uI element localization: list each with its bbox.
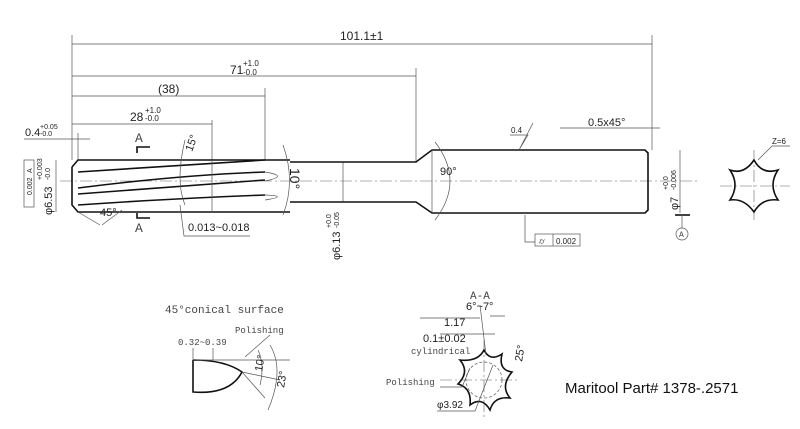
section-width: 1.17 — [444, 317, 465, 329]
length-38-dim: (38) — [158, 82, 179, 96]
datum-circle — [675, 227, 689, 241]
tol-minus: -0.0 — [145, 114, 159, 123]
section-angle-range: 6°~7° — [466, 301, 493, 313]
section-mark-bottom: A — [135, 221, 143, 236]
section-polishing: Polishing — [386, 378, 435, 388]
dimension-lines — [24, 43, 681, 213]
back-taper-leader — [179, 204, 250, 237]
detail-polishing: Polishing — [235, 326, 284, 336]
detail-angle-2: 23° — [275, 370, 290, 388]
datum-ref: A — [27, 168, 34, 173]
tol-plus: +0.003 — [37, 158, 44, 180]
reamer-body — [60, 139, 700, 221]
roughness-symbol — [510, 122, 534, 151]
shank-chamfer: 0.5x45° — [588, 117, 625, 129]
core-diameter: φ3.92 — [437, 400, 463, 411]
cutting-diameter: φ6.53 — [43, 186, 55, 215]
overall-length-dim: 101.1±1 — [340, 29, 384, 43]
section-view — [420, 304, 520, 420]
datum-label: A — [679, 231, 684, 240]
section-margin: 0.1±0.02 — [423, 333, 466, 345]
runout-cut: 0.002 — [27, 177, 34, 195]
end-view — [720, 145, 790, 220]
neck-diameter: φ6.13 — [331, 231, 343, 260]
part-number: Maritool Part# 1378-.2571 — [565, 380, 739, 397]
tol-minus: -0.006 — [671, 170, 678, 190]
detail-title: 45°conical surface — [165, 305, 284, 317]
tol-plus: +1.0 — [243, 59, 259, 68]
land-width: 0.32~0.39 — [178, 338, 227, 348]
extension-lines — [71, 35, 653, 162]
tol-plus: +1.0 — [145, 106, 161, 115]
tol-minus: -0.0 — [40, 131, 52, 138]
lead-leader — [77, 209, 123, 226]
section-cylindrical: cylindrical — [411, 347, 470, 357]
section-arrows — [136, 146, 150, 219]
length-71-dim: 71 — [230, 63, 244, 77]
helix-angle: 15° — [184, 133, 201, 153]
detail-view — [192, 334, 290, 411]
runout-icon: ⌭ — [539, 237, 545, 246]
length-28-dim: 28 — [130, 110, 144, 124]
runout-shank: 0.002 — [556, 237, 577, 246]
cone-angle: 90° — [440, 166, 457, 178]
tol-plus: +0.05 — [40, 124, 58, 131]
section-mark-top: A — [135, 131, 143, 146]
roughness-value: 0.4 — [511, 126, 523, 135]
neck-angle: 10° — [287, 168, 303, 189]
tol-minus: -0.0 — [45, 168, 52, 180]
tol-plus: +0.0 — [326, 214, 333, 228]
lead-angle: 45° — [100, 207, 117, 219]
section-angle: 25° — [513, 344, 528, 362]
section-title: A-A — [470, 291, 490, 303]
teeth-count: Z=6 — [772, 137, 787, 146]
tol-minus: -0.05 — [334, 212, 341, 228]
tol-minus: -0.0 — [243, 68, 257, 77]
runout-frame — [23, 159, 35, 208]
runout-shank-frame — [534, 233, 581, 247]
shank-diameter: φ7 — [669, 197, 681, 210]
detail-angle-1: 10° — [253, 354, 268, 372]
tol-plus: +0.0 — [663, 176, 670, 190]
runout-leader — [524, 215, 535, 243]
chamfer-dim: 0.4 — [25, 127, 40, 139]
back-taper: 0.013~0.018 — [188, 222, 249, 234]
